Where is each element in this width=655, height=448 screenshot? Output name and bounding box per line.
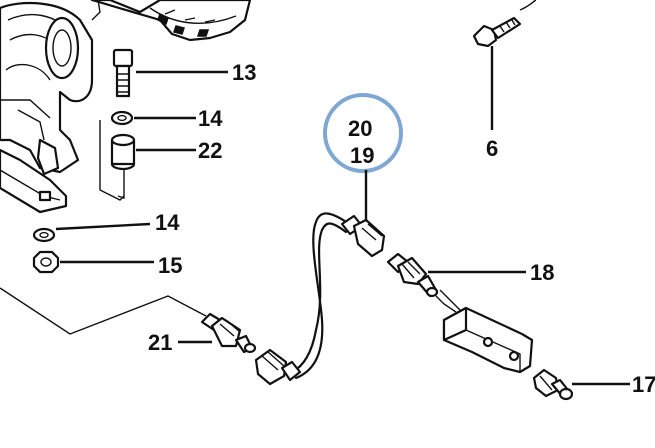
adapter-18 <box>386 252 439 298</box>
housing-outline <box>99 120 125 201</box>
callout-6: 6 <box>486 136 498 161</box>
leader-14-lower <box>55 222 151 231</box>
gear-housing <box>90 0 252 42</box>
callout-19: 19 <box>350 143 374 168</box>
washer-14-lower <box>32 227 56 243</box>
fitting-21 <box>200 312 257 354</box>
hose-end-fitting <box>254 348 302 386</box>
bolt-6 <box>472 0 537 48</box>
nut-15 <box>32 250 60 274</box>
callout-21: 21 <box>148 330 172 355</box>
bolt-13 <box>112 48 134 98</box>
callout-15: 15 <box>158 253 182 278</box>
grease-nipple-17 <box>532 368 574 401</box>
adapter-line <box>435 289 463 313</box>
hose <box>294 212 354 380</box>
callout-18: 18 <box>530 260 554 285</box>
mounting-bracket <box>0 148 68 214</box>
callout-20: 20 <box>348 116 372 141</box>
callout-14-lower: 14 <box>155 210 180 235</box>
callout-17: 17 <box>632 372 655 397</box>
hose-fitting-19 <box>340 214 386 258</box>
callout-22: 22 <box>198 138 222 163</box>
spacer-22 <box>110 133 136 171</box>
callout-13: 13 <box>232 60 256 85</box>
hose-inner <box>290 222 348 374</box>
pump-housing <box>0 1 94 176</box>
washer-14-upper <box>110 110 134 126</box>
bracket-plate <box>442 306 534 374</box>
highlight-circle <box>323 93 403 173</box>
pipe-outline <box>0 287 207 335</box>
callout-14-upper: 14 <box>198 106 223 131</box>
